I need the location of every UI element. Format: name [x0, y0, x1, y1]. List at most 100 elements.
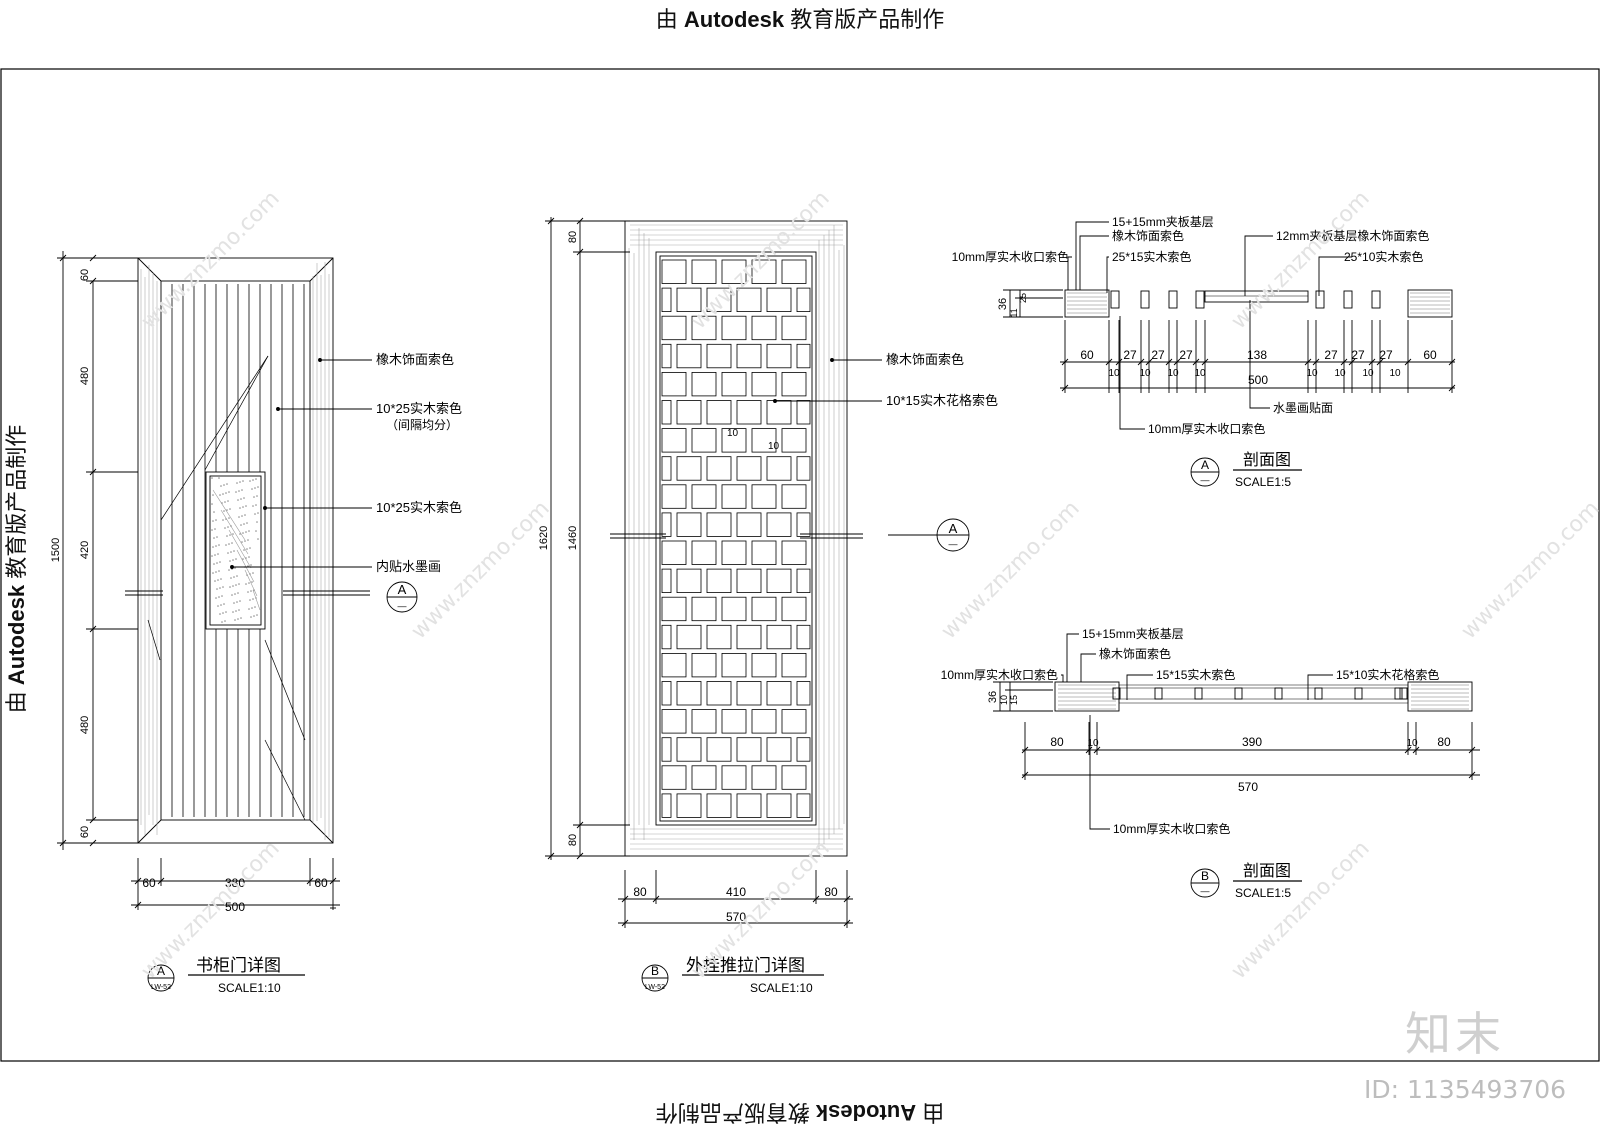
sb-dim-v-15: 15	[1009, 695, 1019, 705]
lattice-cell	[781, 484, 807, 509]
lattice-cell	[721, 765, 747, 790]
lattice-cell	[736, 287, 762, 313]
dim-tick	[1368, 358, 1376, 366]
sb-dim-4: 80	[1437, 735, 1451, 749]
section-cut-sub-b: —	[949, 539, 958, 549]
door-b-lattice-frame	[655, 251, 817, 826]
stipple-dot	[257, 538, 259, 540]
stipple-dot	[256, 495, 258, 497]
stipple-dot	[244, 540, 246, 542]
lattice-cell	[751, 315, 777, 341]
lattice-cell	[661, 456, 672, 481]
lattice-cell	[766, 737, 792, 762]
stipple-dot	[218, 596, 220, 598]
sb-label-edge-trim-bottom: 10mm厚实木收口索色	[1113, 821, 1230, 836]
dim-tick	[1348, 358, 1356, 366]
sa-dim-small-value: 10	[1194, 368, 1206, 379]
sb-marker-letter: B	[1201, 869, 1209, 883]
stipple-dot	[242, 506, 244, 508]
ink-painting-hatch	[211, 477, 261, 623]
lattice-cell	[796, 793, 811, 818]
lattice-section	[1354, 687, 1363, 700]
lattice-cell	[766, 624, 792, 650]
lattice-cell	[751, 259, 777, 284]
lattice-cell	[751, 653, 777, 678]
lattice-cell	[691, 259, 717, 284]
sb-label-plywood: 15+15mm夹板基层	[1082, 627, 1184, 641]
lattice-section	[1194, 687, 1203, 700]
lattice-cell	[676, 287, 702, 313]
stipple-dot	[237, 592, 239, 594]
stipple-dot	[254, 606, 256, 608]
stipple-dot	[251, 488, 253, 490]
stipple-dot	[243, 549, 245, 551]
dim-tick	[89, 254, 97, 262]
lattice-section	[1274, 687, 1283, 700]
stipple-dot	[217, 605, 219, 607]
stipple-dot	[227, 552, 229, 554]
stipple-dot	[249, 599, 251, 601]
lattice-cell	[691, 653, 717, 678]
stipple-dot	[239, 507, 241, 509]
stipple-dot	[231, 594, 233, 596]
lattice-cell	[661, 568, 672, 593]
lattice-section	[1234, 687, 1243, 700]
stipple-dot	[238, 490, 240, 492]
door-b-wood-grain	[628, 224, 845, 850]
lattice-cell	[781, 709, 807, 734]
lattice-cell	[676, 624, 702, 650]
stipple-dot	[234, 567, 236, 569]
stipple-dot	[239, 533, 241, 535]
slat-section	[1371, 290, 1381, 309]
lattice-cell	[706, 737, 732, 762]
door-a-wood-grain	[140, 262, 330, 840]
lattice-cell	[796, 456, 811, 481]
dim-b-v-1: 1460	[567, 526, 579, 550]
stipple-dot	[220, 604, 222, 606]
drawing-a-title: 书柜门详图	[196, 956, 281, 975]
stipple-dot	[226, 535, 228, 537]
stipple-dot	[222, 586, 224, 588]
stipple-dot	[226, 509, 228, 511]
lattice-cell	[706, 568, 732, 593]
watermark-id: ID: 1135493706	[1364, 1075, 1567, 1104]
lattice-cell	[661, 428, 687, 453]
section-b-right-block	[1407, 681, 1473, 712]
lattice-cell	[661, 624, 672, 650]
sb-label-oak-veneer: 橡木饰面索色	[1099, 647, 1171, 661]
dim-tick	[1340, 358, 1348, 366]
stipple-dot	[216, 562, 218, 564]
door-b-lattice-inner	[659, 255, 813, 822]
sa-label-25x15: 25*15实木索色	[1112, 249, 1191, 264]
dim-tick	[89, 839, 97, 847]
dim-tick	[1192, 358, 1200, 366]
lattice-cell	[721, 709, 747, 734]
stipple-dot	[249, 547, 251, 549]
dim-a-v-2: 420	[79, 541, 91, 559]
drawing-b-sliding-door	[545, 217, 970, 992]
stipple-dot	[233, 576, 235, 578]
lattice-cell	[736, 737, 762, 762]
stipple-dot	[232, 585, 234, 587]
stipple-dot	[233, 602, 235, 604]
section-a-detail	[1003, 221, 1456, 487]
stipple-dot	[240, 617, 242, 619]
stipple-dot	[218, 544, 220, 546]
lattice-cell	[781, 596, 807, 622]
section-b-detail	[993, 633, 1480, 898]
lattice-cell	[751, 484, 777, 509]
lattice-cell	[796, 624, 811, 650]
sb-marker-sub: —	[1201, 886, 1210, 896]
sa-dim-small-value: 10	[1362, 368, 1374, 379]
stipple-dot	[254, 513, 256, 515]
sa-dim-row-value: 27	[1123, 348, 1137, 362]
stipple-dot	[212, 520, 214, 522]
dim-tick	[1105, 358, 1113, 366]
section-b-scale: SCALE1:5	[1235, 886, 1291, 900]
stipple-dot	[214, 554, 216, 556]
dim-b-h-2: 80	[824, 885, 838, 899]
stipple-dot	[225, 544, 227, 546]
stipple-dot	[219, 613, 221, 615]
lattice-cell	[676, 793, 702, 818]
lattice-cell	[661, 400, 672, 425]
